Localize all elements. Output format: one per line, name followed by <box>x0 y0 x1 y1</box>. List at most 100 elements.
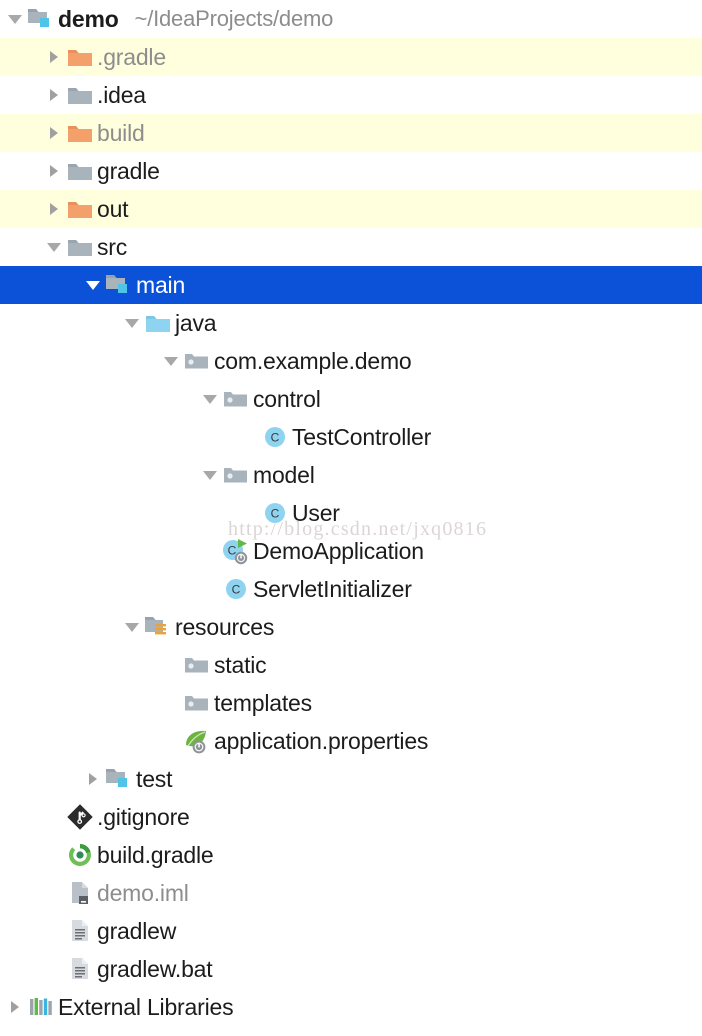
tree-row[interactable]: com.example.demo <box>0 342 702 380</box>
chevron-down-icon[interactable] <box>121 608 143 646</box>
excluded-folder-icon <box>65 38 95 76</box>
tree-row[interactable]: static <box>0 646 702 684</box>
tree-node-label: test <box>136 765 173 792</box>
iml-file-icon <box>65 874 95 912</box>
resource-folder-icon <box>143 608 173 646</box>
tree-row[interactable]: demo.iml <box>0 874 702 912</box>
tree-row[interactable]: control <box>0 380 702 418</box>
project-path: ~/IdeaProjects/demo <box>134 6 334 31</box>
java-class-icon: C <box>260 418 290 456</box>
java-class-icon: C <box>260 494 290 532</box>
tree-row[interactable]: C DemoApplication <box>0 532 702 570</box>
package-icon <box>182 342 212 380</box>
tree-node-label: .gradle <box>97 43 166 70</box>
package-icon <box>221 456 251 494</box>
svg-text:C: C <box>271 507 280 521</box>
text-file-icon <box>65 950 95 988</box>
tree-row[interactable]: src <box>0 228 702 266</box>
tree-row[interactable]: gradlew.bat <box>0 950 702 988</box>
tree-node-label: build <box>97 119 145 146</box>
spring-properties-icon <box>182 722 212 760</box>
tree-node-label: templates <box>214 689 312 716</box>
chevron-right-icon[interactable] <box>43 114 65 152</box>
chevron-down-icon[interactable] <box>199 380 221 418</box>
tree-row[interactable]: C ServletInitializer <box>0 570 702 608</box>
tree-node-label: out <box>97 195 129 222</box>
module-folder-icon <box>104 266 134 304</box>
tree-node-label: gradle <box>97 157 160 184</box>
tree-row[interactable]: out <box>0 190 702 228</box>
tree-node-label: ServletInitializer <box>253 575 412 602</box>
tree-row[interactable]: gradlew <box>0 912 702 950</box>
chevron-down-icon[interactable] <box>43 228 65 266</box>
tree-row[interactable]: .gitignore <box>0 798 702 836</box>
text-file-icon <box>65 912 95 950</box>
excluded-folder-icon <box>65 114 95 152</box>
tree-node-label: static <box>214 651 267 678</box>
module-folder-icon <box>26 0 56 38</box>
tree-node-label: demo <box>58 5 119 32</box>
tree-node-label: com.example.demo <box>214 347 412 374</box>
tree-node-label: application.properties <box>214 727 429 754</box>
git-icon <box>65 798 95 836</box>
svg-text:C: C <box>232 583 241 597</box>
chevron-right-icon[interactable] <box>43 38 65 76</box>
package-icon <box>182 684 212 722</box>
spring-boot-class-icon: C <box>221 532 251 570</box>
folder-icon <box>65 76 95 114</box>
package-icon <box>182 646 212 684</box>
tree-node-label: .gitignore <box>97 803 190 830</box>
tree-row[interactable]: model <box>0 456 702 494</box>
chevron-down-icon[interactable] <box>199 456 221 494</box>
tree-row[interactable]: test <box>0 760 702 798</box>
module-folder-icon <box>104 760 134 798</box>
tree-node-label: build.gradle <box>97 841 214 868</box>
tree-row[interactable]: C User <box>0 494 702 532</box>
chevron-right-icon[interactable] <box>43 190 65 228</box>
tree-node-label: java <box>175 309 217 336</box>
tree-row[interactable]: templates <box>0 684 702 722</box>
chevron-right-icon[interactable] <box>82 760 104 798</box>
source-folder-icon <box>143 304 173 342</box>
tree-node-label: gradlew <box>97 917 177 944</box>
chevron-down-icon[interactable] <box>160 342 182 380</box>
tree-node-label: User <box>292 499 340 526</box>
svg-text:C: C <box>228 544 237 558</box>
tree-row[interactable]: .idea <box>0 76 702 114</box>
tree-node-label: src <box>97 233 128 260</box>
tree-row[interactable]: main <box>0 266 702 304</box>
tree-row[interactable]: application.properties <box>0 722 702 760</box>
tree-node-label: control <box>253 385 321 412</box>
tree-node-label: main <box>136 271 186 298</box>
tree-node-label: model <box>253 461 315 488</box>
tree-node-label: .idea <box>97 81 146 108</box>
tree-row[interactable]: .gradle <box>0 38 702 76</box>
tree-node-label: gradlew.bat <box>97 955 213 982</box>
chevron-down-icon[interactable] <box>4 0 26 38</box>
package-icon <box>221 380 251 418</box>
tree-row[interactable]: java <box>0 304 702 342</box>
external-libraries-icon <box>26 988 56 1026</box>
folder-icon <box>65 228 95 266</box>
chevron-right-icon[interactable] <box>4 988 26 1026</box>
tree-row[interactable]: build.gradle <box>0 836 702 874</box>
tree-row[interactable]: demo ~/IdeaProjects/demo <box>0 0 702 38</box>
java-class-icon: C <box>221 570 251 608</box>
excluded-folder-icon <box>65 190 95 228</box>
gradle-icon <box>65 836 95 874</box>
tree-row[interactable]: build <box>0 114 702 152</box>
tree-node-label: External Libraries <box>58 993 234 1020</box>
tree-row[interactable]: gradle <box>0 152 702 190</box>
chevron-right-icon[interactable] <box>43 152 65 190</box>
tree-node-label: TestController <box>292 423 432 450</box>
tree-node-label: resources <box>175 613 275 640</box>
chevron-right-icon[interactable] <box>43 76 65 114</box>
tree-row[interactable]: External Libraries <box>0 988 702 1026</box>
tree-row[interactable]: resources <box>0 608 702 646</box>
chevron-down-icon[interactable] <box>121 304 143 342</box>
tree-node-label: DemoApplication <box>253 537 424 564</box>
tree-node-label: demo.iml <box>97 879 189 906</box>
tree-row[interactable]: C TestController <box>0 418 702 456</box>
chevron-down-icon[interactable] <box>82 266 104 304</box>
